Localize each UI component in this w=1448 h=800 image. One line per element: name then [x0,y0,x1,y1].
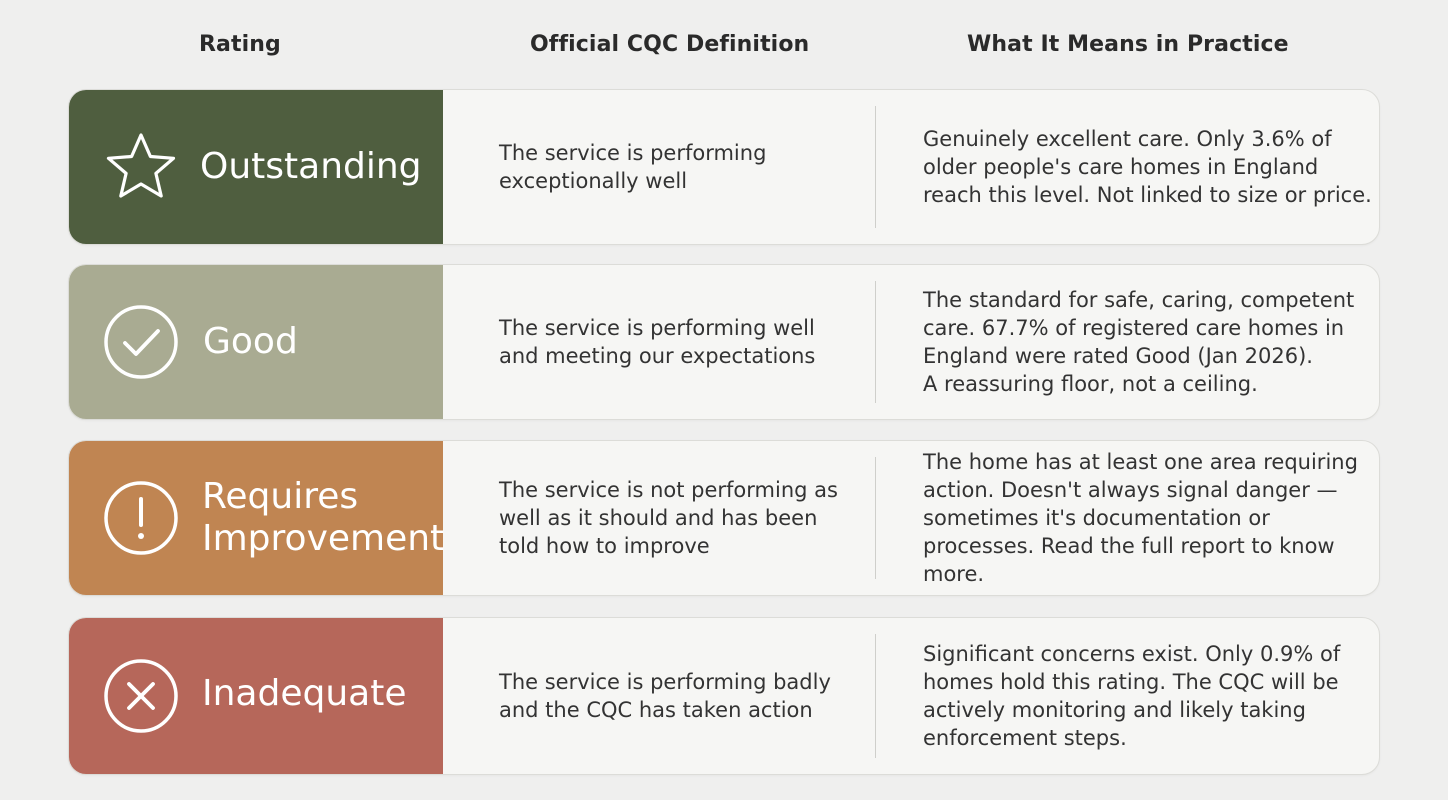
practice-cell: The home has at least one area requiring… [923,441,1373,595]
rating-label: Good [203,321,298,362]
rating-label: Inadequate [202,673,407,714]
header-definition: Official CQC Definition [530,32,810,57]
exclamation-circle-icon [101,478,181,558]
definition-cell: The service is performing badly and the … [499,618,839,774]
rating-row-inadequate: Inadequate The service is performing bad… [68,617,1380,775]
rating-cell: Inadequate [69,618,443,774]
column-divider [875,281,876,403]
header-rating: Rating [199,32,281,57]
definition-cell: The service is performing well and meeti… [499,265,839,419]
column-divider [875,457,876,579]
practice-text: Significant concerns exist. Only 0.9% of… [923,642,1341,750]
practice-cell: Significant concerns exist. Only 0.9% of… [923,618,1373,774]
rating-label: Outstanding [200,146,422,187]
rating-cell: Outstanding [69,90,443,244]
definition-text: The service is performing well and meeti… [499,316,816,368]
definition-text: The service is not performing as well as… [499,478,838,558]
column-divider [875,634,876,758]
rating-label: Requires Improvement [202,476,445,559]
check-circle-icon [101,302,181,382]
column-divider [875,106,876,228]
practice-text: The standard for safe, caring, competent… [923,288,1355,396]
definition-cell: The service is not performing as well as… [499,441,839,595]
practice-text: The home has at least one area requiring… [923,450,1358,586]
practice-cell: Genuinely excellent care. Only 3.6% of o… [923,90,1373,244]
practice-text: Genuinely excellent care. Only 3.6% of o… [923,127,1372,207]
rating-cell: Requires Improvement [69,441,445,595]
rating-row-good: Good The service is performing well and … [68,264,1380,420]
rating-row-outstanding: Outstanding The service is performing ex… [68,89,1380,245]
x-circle-icon [101,656,181,736]
practice-cell: The standard for safe, caring, competent… [923,265,1373,419]
definition-text: The service is performing exceptionally … [499,141,767,193]
star-icon [101,127,181,207]
header-practice: What It Means in Practice [967,32,1289,57]
definition-text: The service is performing badly and the … [499,670,831,722]
rating-cell: Good [69,265,443,419]
table-header: Rating Official CQC Definition What It M… [0,30,1448,70]
definition-cell: The service is performing exceptionally … [499,90,839,244]
rating-row-requires-improvement: Requires Improvement The service is not … [68,440,1380,596]
